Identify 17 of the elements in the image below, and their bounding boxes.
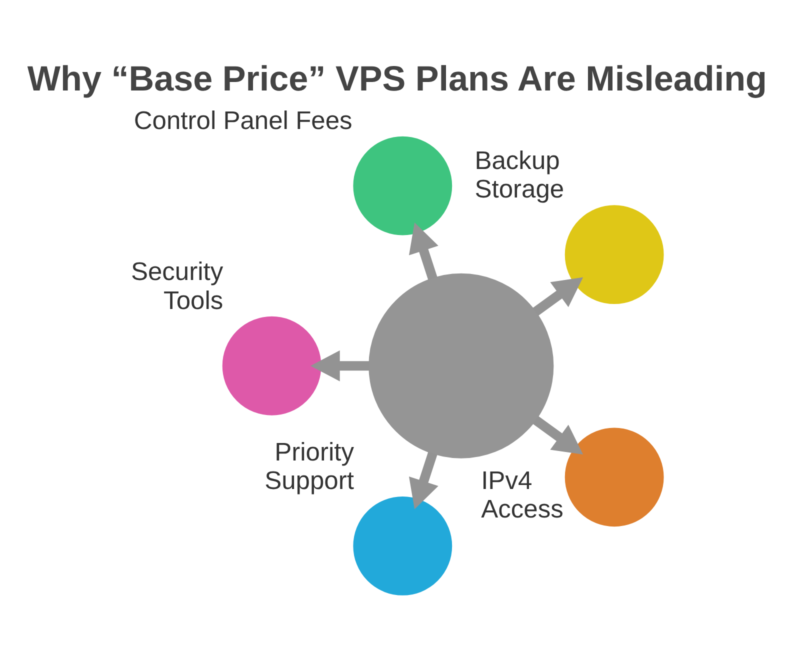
arrow [532, 416, 584, 454]
node-circle [368, 273, 554, 458]
node-circle [222, 316, 322, 416]
node-label: Security Tools [130, 258, 224, 315]
arrow [408, 452, 438, 510]
node-label: IPv4 Access [481, 466, 564, 524]
node-circle [353, 496, 452, 596]
arrow [310, 350, 370, 382]
arrow [408, 222, 438, 280]
node-circle [564, 205, 664, 304]
node-label: Control Panel Fees [134, 106, 352, 135]
node-label: Priority Support [264, 438, 354, 495]
node-circle [353, 136, 452, 236]
diagram-title: Why “Base Price” VPS Plans Are Misleading [27, 59, 767, 98]
node-circle [564, 428, 664, 527]
arrow [532, 277, 584, 316]
node-label: Backup Storage [474, 146, 564, 204]
